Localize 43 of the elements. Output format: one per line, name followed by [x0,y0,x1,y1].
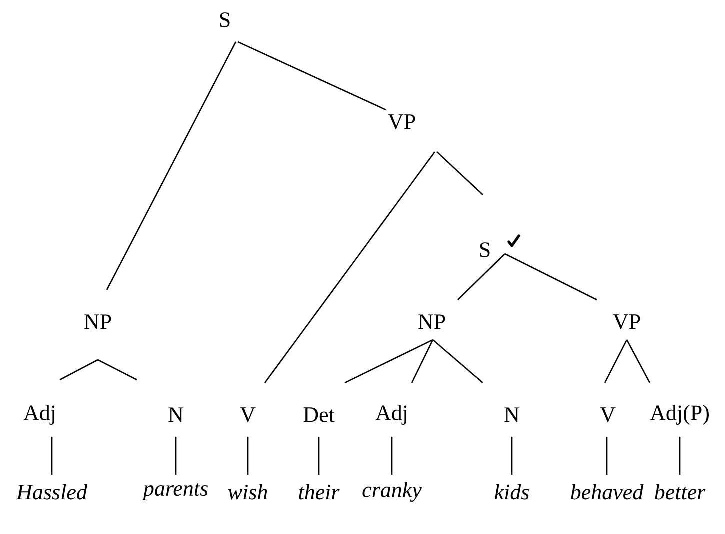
category-label: NP [84,314,112,330]
branch-line [679,437,681,475]
word-label: wish [228,484,268,500]
branch-line [511,437,513,475]
branch-line [436,152,484,196]
category-label: Adj(P) [650,405,709,425]
word-label: kids [494,484,530,500]
branch-line [606,437,608,475]
branch-line [60,359,98,381]
category-label: Det [304,408,335,422]
category-label: S [480,242,490,258]
branch-line [318,437,320,475]
branch-line [504,253,598,301]
category-label: VP [613,314,640,330]
category-label: VP [388,114,416,130]
category-label: V [600,408,616,422]
branch-line [411,340,434,384]
word-label: better [655,484,706,500]
branch-line [98,359,138,381]
category-label: N [168,408,184,422]
branch-line [344,339,434,384]
branch-line [391,437,393,475]
branch-line [175,437,177,475]
branch-line [604,340,628,384]
category-label: S [220,12,230,28]
branch-line [458,254,506,300]
category-label: N [504,408,520,422]
branch-line [106,42,237,290]
branch-line [626,340,651,384]
word-label: behaved [571,484,644,500]
branch-line [238,41,386,111]
word-label: Hassled [16,484,88,500]
word-label: their [299,484,340,500]
branch-line [51,437,53,475]
branch-line [264,152,436,384]
branch-line [247,437,249,475]
word-label: parents [142,483,208,501]
word-label: cranky [362,482,422,502]
category-label: V [240,408,256,422]
branch-line [432,339,484,384]
category-label: Adj [376,405,407,425]
category-label: NP [418,314,446,330]
category-label: Adj [24,405,55,425]
